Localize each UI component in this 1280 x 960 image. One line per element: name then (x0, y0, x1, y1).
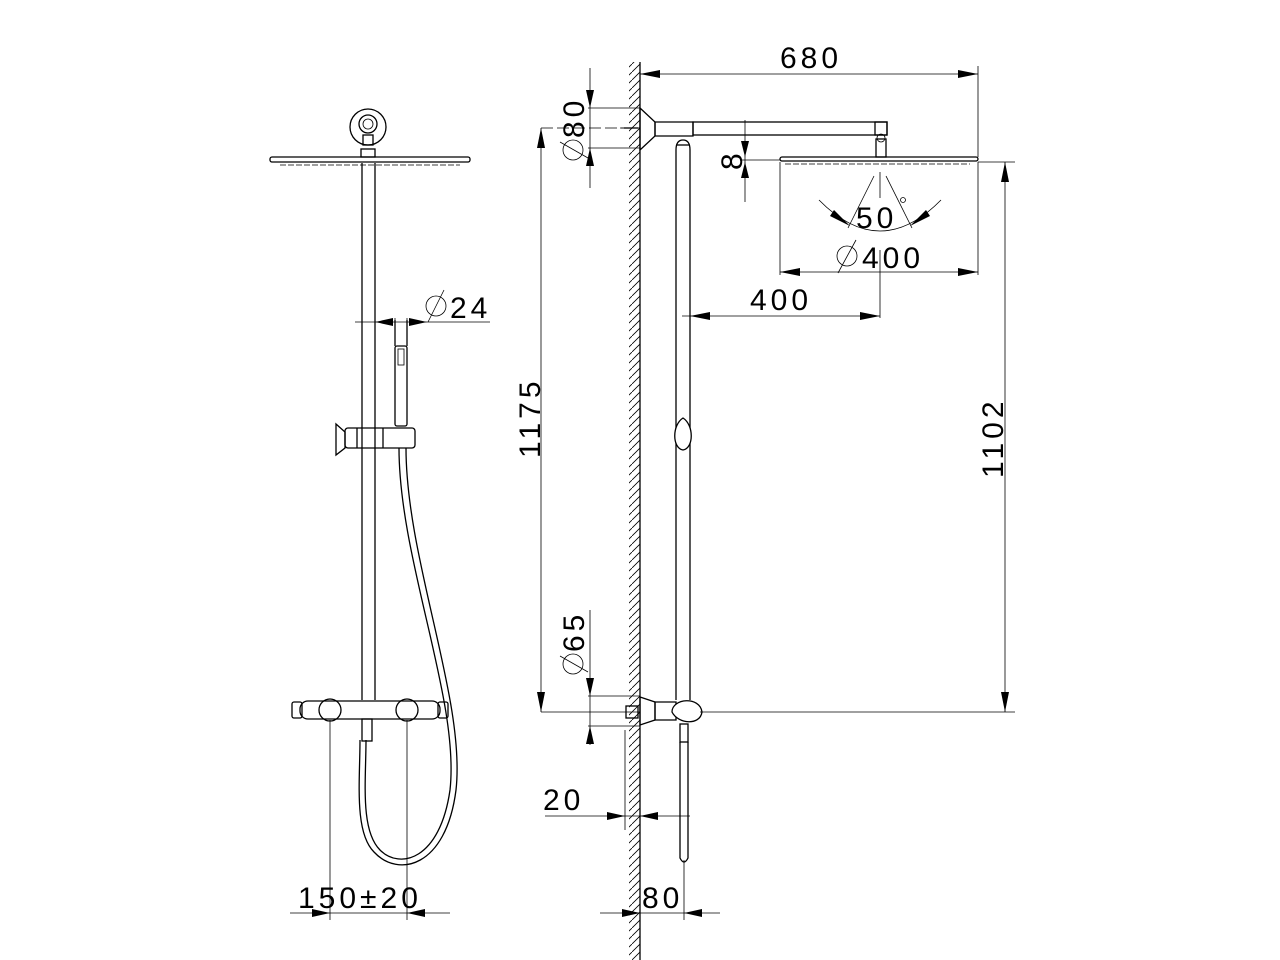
side-riser-pipe (674, 139, 692, 700)
lower-wall-bracket (625, 696, 703, 863)
head-diameter-label: 400 (862, 242, 924, 275)
hand-shower (394, 320, 408, 427)
dimension-overall-height: 1175 (514, 127, 640, 713)
riser-pipe (361, 163, 376, 700)
dimension-head-center-offset: 400 (682, 284, 880, 320)
degree-symbol-icon (900, 197, 906, 203)
slide-holder-side (674, 417, 692, 451)
thermostatic-mixer (291, 698, 449, 742)
dimension-head-height: 1102 (700, 161, 1015, 713)
head-thickness-label: 8 (716, 149, 749, 170)
wall-mount-rosette (349, 108, 387, 158)
wall-flange-diameter-label: 80 (558, 97, 591, 138)
dimension-hand-shower-diameter: 24 (355, 289, 491, 346)
arm-projection-label: 680 (780, 42, 842, 75)
dimension-lower-flange-diameter: 65 (558, 610, 640, 745)
hose (358, 447, 458, 866)
overall-height-label: 1175 (514, 377, 547, 458)
side-rain-shower-head (779, 156, 979, 162)
dimension-head-thickness: 8 (716, 120, 780, 202)
mixer-spacing-label: 150±20 (298, 882, 422, 915)
dimension-wall-gap: 20 (543, 730, 690, 830)
dimension-arm-projection: 680 (640, 42, 979, 157)
head-center-offset-label: 400 (750, 284, 812, 317)
dimension-head-diameter: 400 (779, 162, 979, 318)
lower-flange-diameter-label: 65 (558, 611, 591, 652)
spray-angle-label: 50 (856, 202, 897, 235)
dimension-wall-flange-diameter: 80 (558, 68, 640, 188)
rain-shower-head (269, 156, 471, 163)
diameter-symbol-icon (836, 245, 858, 267)
diameter-symbol-icon (562, 653, 584, 675)
side-view: 680 80 8 50 (514, 42, 1015, 960)
wall-hatch (629, 62, 640, 960)
diameter-symbol-icon (425, 295, 447, 317)
wall-gap-label: 20 (543, 784, 584, 817)
front-view: 24 150±20 (269, 108, 491, 920)
dimension-mixer-spacing: 150±20 (290, 720, 450, 920)
head-height-label: 1102 (977, 397, 1010, 478)
bar-offset-label: 80 (642, 882, 683, 915)
dimension-bar-offset: 80 (600, 860, 720, 920)
slide-holder (335, 422, 416, 457)
dimension-spray-angle: 50 (818, 172, 942, 235)
diameter-symbol-icon (562, 139, 584, 161)
hand-shower-diameter-label: 24 (450, 292, 491, 325)
